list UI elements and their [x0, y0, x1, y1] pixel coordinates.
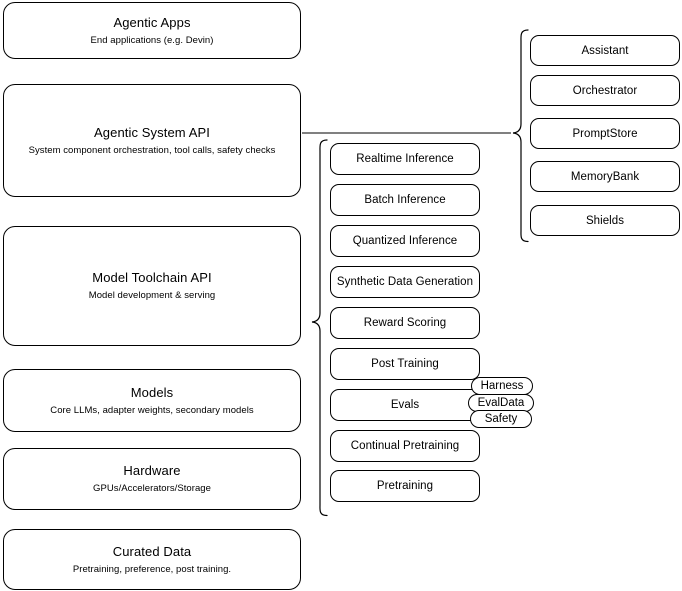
toolchain-capabilities-brace	[311, 139, 328, 517]
evals-badge-label: Harness	[480, 379, 524, 392]
capability-label: Evals	[390, 399, 420, 411]
capability-label: Batch Inference	[364, 194, 446, 206]
layer-agentic-system-api[interactable]: Agentic System API System component orch…	[3, 84, 301, 197]
layer-title: Model Toolchain API	[92, 270, 212, 285]
evals-badge-safety[interactable]: Safety	[470, 410, 532, 428]
layer-curated-data[interactable]: Curated Data Pretraining, preference, po…	[3, 529, 301, 590]
capability-synthetic-data-generation[interactable]: Synthetic Data Generation	[330, 266, 480, 298]
component-memorybank[interactable]: MemoryBank	[530, 161, 680, 192]
evals-badge-label: Safety	[484, 412, 518, 425]
layer-title: Hardware	[123, 463, 181, 478]
layer-agentic-apps[interactable]: Agentic Apps End applications (e.g. Devi…	[3, 2, 301, 59]
component-assistant[interactable]: Assistant	[530, 35, 680, 66]
layer-hardware[interactable]: Hardware GPUs/Accelerators/Storage	[3, 448, 301, 510]
capability-label: Realtime Inference	[356, 153, 454, 165]
layer-subtitle: End applications (e.g. Devin)	[90, 34, 214, 46]
component-label: Assistant	[581, 44, 629, 57]
layer-title: Agentic Apps	[113, 14, 191, 30]
capability-label: Reward Scoring	[363, 317, 447, 329]
layer-models[interactable]: Models Core LLMs, adapter weights, secon…	[3, 369, 301, 432]
evals-badge-label: EvalData	[477, 396, 525, 409]
capability-continual-pretraining[interactable]: Continual Pretraining	[330, 430, 480, 462]
capability-quantized-inference[interactable]: Quantized Inference	[330, 225, 480, 257]
capability-realtime-inference[interactable]: Realtime Inference	[330, 143, 480, 175]
system-components-brace	[512, 29, 529, 243]
capability-label: Quantized Inference	[352, 235, 458, 247]
capability-batch-inference[interactable]: Batch Inference	[330, 184, 480, 216]
capability-evals[interactable]: Evals	[330, 389, 480, 421]
component-orchestrator[interactable]: Orchestrator	[530, 75, 680, 106]
component-promptstore[interactable]: PromptStore	[530, 118, 680, 149]
layer-subtitle: GPUs/Accelerators/Storage	[93, 483, 211, 494]
capability-label: Continual Pretraining	[350, 440, 460, 452]
component-label: PromptStore	[572, 127, 638, 140]
layer-subtitle: Core LLMs, adapter weights, secondary mo…	[50, 404, 254, 416]
layer-title: Models	[130, 384, 174, 400]
layer-title: Curated Data	[112, 543, 192, 559]
layer-subtitle: Model development & serving	[88, 290, 216, 301]
layer-model-toolchain-api[interactable]: Model Toolchain API Model development & …	[3, 226, 301, 346]
capability-post-training[interactable]: Post Training	[330, 348, 480, 380]
capability-label: Pretraining	[376, 480, 434, 492]
capability-pretraining[interactable]: Pretraining	[330, 470, 480, 502]
capability-label: Post Training	[371, 358, 439, 370]
layer-title: Agentic System API	[94, 124, 210, 140]
capability-label: Synthetic Data Generation	[336, 276, 474, 288]
component-label: Orchestrator	[572, 84, 638, 97]
component-label: Shields	[585, 214, 625, 227]
component-label: MemoryBank	[570, 170, 640, 183]
evals-badge-harness[interactable]: Harness	[471, 377, 533, 395]
component-shields[interactable]: Shields	[530, 205, 680, 236]
capability-reward-scoring[interactable]: Reward Scoring	[330, 307, 480, 339]
layer-subtitle: System component orchestration, tool cal…	[28, 144, 276, 156]
layer-subtitle: Pretraining, preference, post training.	[72, 563, 232, 575]
